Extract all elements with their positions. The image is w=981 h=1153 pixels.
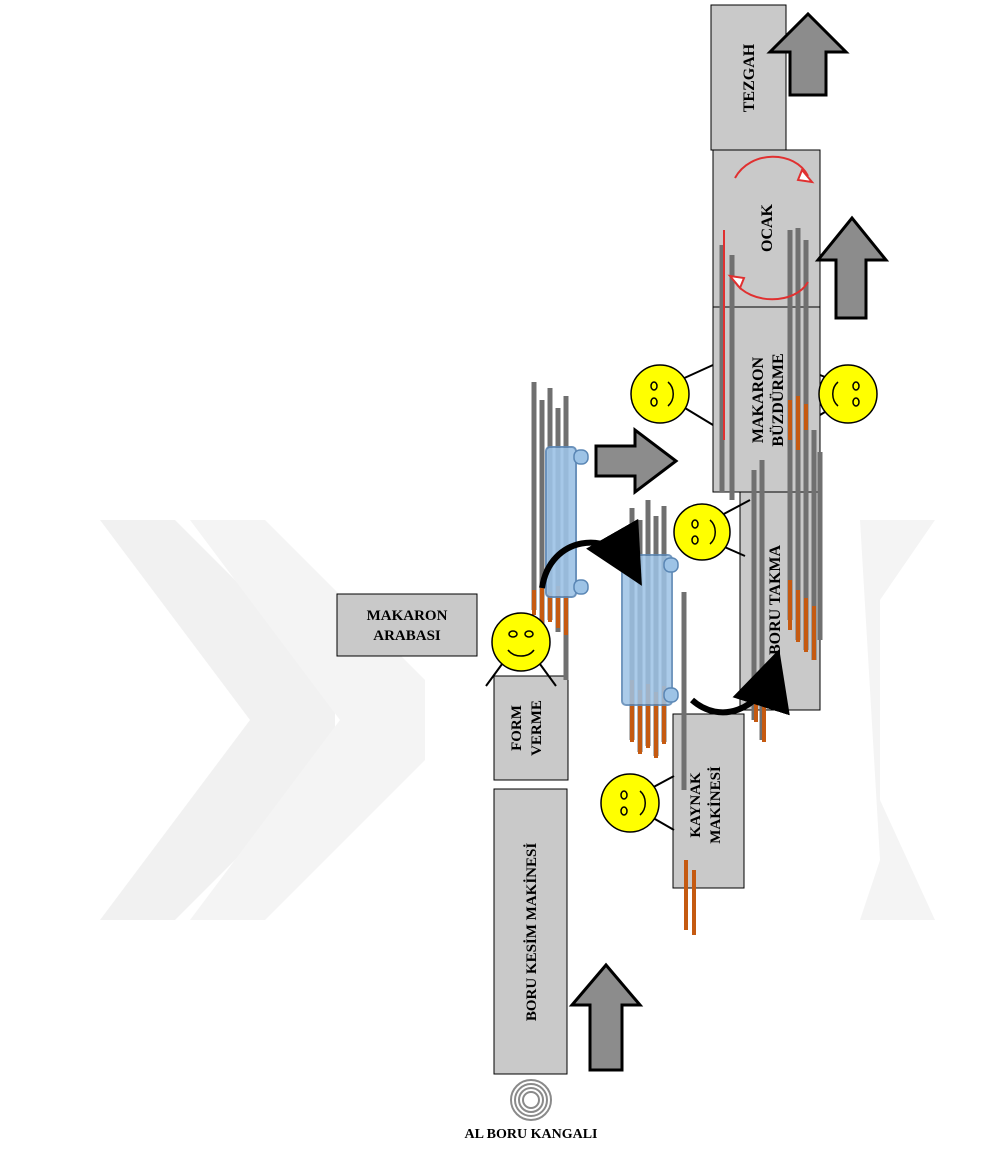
makaron-buzdurme-label-1: MAKARON <box>750 356 767 443</box>
boru-takma-label: BORU TAKMA <box>767 545 784 656</box>
ocak-label: OCAK <box>759 203 776 252</box>
smiley-worker-icon <box>486 613 556 686</box>
makaron-arabasi-station: MAKARON ARABASI <box>337 594 477 656</box>
makaron-buzdurme-label-2: BÜZDÜRME <box>769 353 787 446</box>
makaron-arabasi-label-2: ARABASI <box>373 628 441 644</box>
smiley-worker-icon <box>819 365 877 423</box>
cooler-core-middle <box>622 555 678 705</box>
makaron-arabasi-label-1: MAKARON <box>367 608 448 624</box>
cooler-core-left <box>546 447 588 597</box>
kaynak-makinesi-label-2: MAKİNESİ <box>707 766 724 844</box>
tezgah-station: TEZGAH <box>711 5 786 150</box>
up-arrow-icon <box>818 218 886 318</box>
tezgah-label: TEZGAH <box>741 43 758 112</box>
up-arrow-icon <box>572 965 640 1070</box>
form-verme-station: FORM VERME <box>494 676 568 780</box>
boru-kesim-label: BORU KESİM MAKİNESİ <box>523 843 540 1022</box>
coil-label: AL BORU KANGALI <box>464 1127 597 1142</box>
form-verme-label-2: VERME <box>529 700 545 756</box>
smiley-worker-icon <box>674 500 750 560</box>
right-arrow-icon <box>596 430 676 492</box>
pipe-coil-icon <box>511 1080 551 1120</box>
smiley-worker-icon <box>601 774 674 832</box>
form-verme-label-1: FORM <box>509 705 525 751</box>
boru-kesim-station: BORU KESİM MAKİNESİ <box>494 789 567 1074</box>
kaynak-makinesi-label-1: KAYNAK <box>688 772 704 838</box>
smiley-worker-icon <box>631 365 713 425</box>
